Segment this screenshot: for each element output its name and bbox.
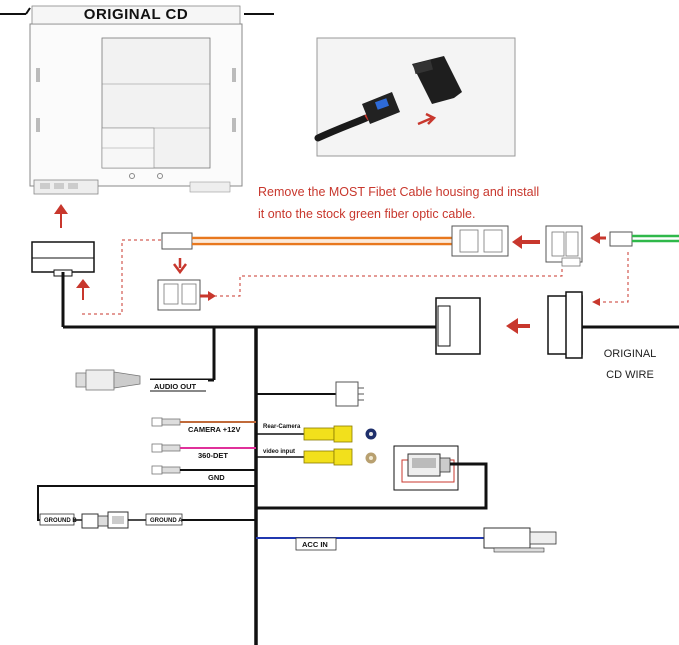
arrow-up-icon: [54, 204, 68, 228]
det-360-lead: [151, 443, 256, 453]
note-line-2: it onto the stock green fiber optic cabl…: [258, 207, 476, 221]
acc-connector: [483, 527, 557, 553]
most-housing-small: [157, 279, 201, 311]
gnd-label: GND: [208, 473, 225, 482]
video-input-label: video input: [263, 449, 295, 455]
acc-in-label: ACC IN: [302, 540, 328, 549]
ground-a-label: GROUND A: [150, 518, 183, 524]
fiber-cable-orange: [161, 225, 509, 257]
camera-12v-lead: [151, 417, 256, 427]
cd-harness-connector: [435, 297, 481, 355]
green-fiber-cable: [609, 231, 679, 247]
trunk-connector-small: [335, 381, 364, 407]
arrow-up-icon: [76, 279, 90, 300]
ground-b-label: GROUND B: [44, 518, 77, 524]
video-input-rca: [303, 448, 377, 466]
original-cd-unit: [0, 5, 274, 195]
note-line-1: Remove the MOST Fibet Cable housing and …: [258, 185, 539, 199]
rear-camera-label: Rear-Camera: [263, 424, 301, 430]
main-harness-plug: [31, 241, 95, 277]
audio-out-jack: [75, 369, 141, 391]
ground-connector: [81, 511, 129, 529]
camera-power-connector: [393, 445, 459, 491]
most-housing-right: [545, 225, 583, 267]
camera-12v-label: CAMERA +12V: [188, 425, 240, 434]
original-cd-wire-line-1: ORIGINAL: [604, 348, 657, 360]
rear-camera-rca: [303, 425, 377, 443]
original-cd-wire-connector: [547, 291, 679, 359]
connector-photo: [314, 37, 516, 157]
gnd-lead: [151, 465, 256, 475]
original-cd-wire-line-2: CD WIRE: [606, 369, 654, 381]
det-360-label: 360-DET: [198, 451, 228, 460]
title: ORIGINAL CD: [84, 6, 188, 23]
audio-out-label: AUDIO OUT: [154, 382, 197, 391]
